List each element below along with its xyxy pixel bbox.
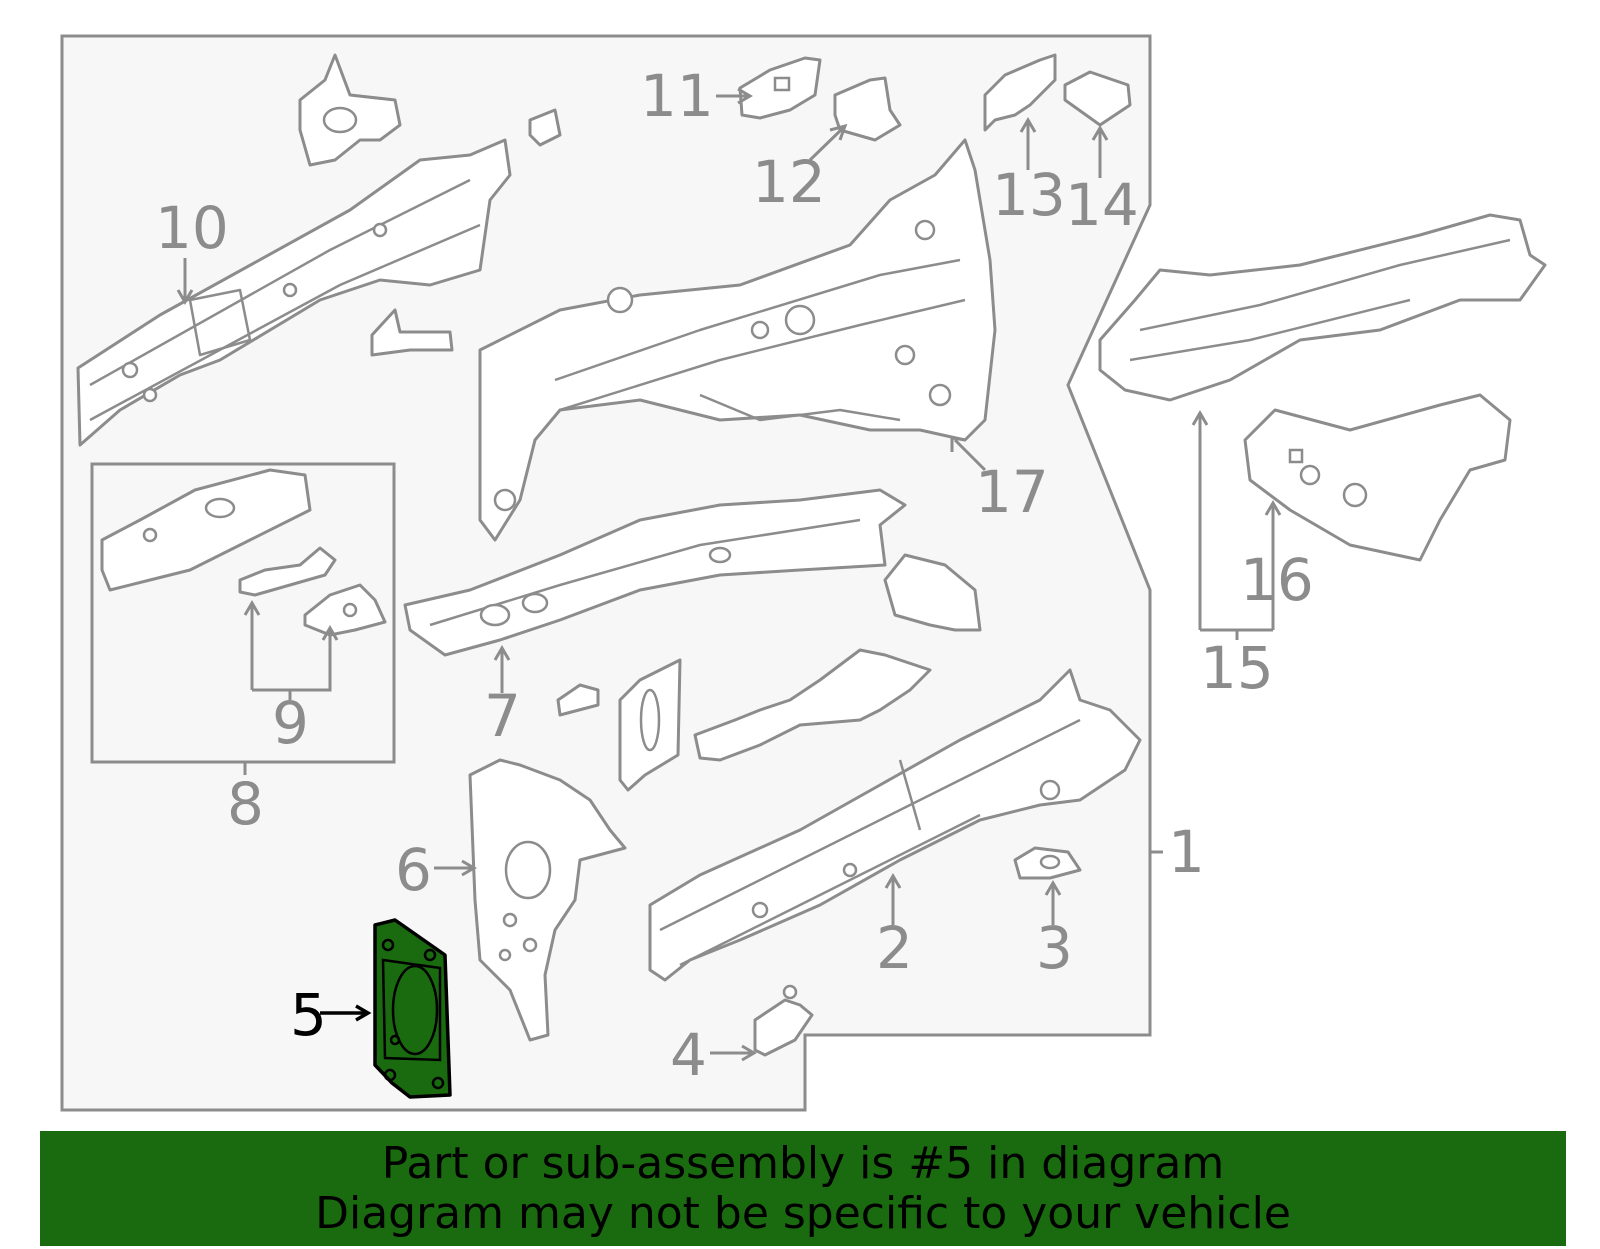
part-5-highlighted-plate[interactable] (373, 918, 452, 1099)
callout-9: 9 (272, 689, 309, 757)
part-7-end-cap (883, 553, 982, 632)
part-6-mount-bracket[interactable] (468, 758, 627, 1042)
callout-3: 3 (1036, 914, 1073, 982)
part-2-front-rail[interactable] (648, 668, 1142, 982)
callout-13: 13 (992, 161, 1066, 229)
part-4-stud-bracket[interactable] (753, 984, 814, 1057)
part-10-clip (528, 108, 562, 147)
part-13-bracket[interactable] (983, 53, 1057, 132)
callout-7: 7 (484, 682, 521, 750)
part-8-reinforcement[interactable] (100, 468, 312, 592)
part-15-rear-rail[interactable] (1098, 213, 1547, 402)
callout-14: 14 (1065, 171, 1139, 239)
part-10-bracket-lower (370, 308, 454, 357)
part-10-bracket-top (298, 53, 402, 167)
callout-4: 4 (670, 1021, 707, 1089)
callout-6: 6 (395, 836, 432, 904)
callout-10: 10 (155, 194, 229, 262)
part-7-cross-member[interactable] (403, 488, 907, 657)
part-17-apron[interactable] (478, 138, 997, 542)
callout-17: 17 (975, 458, 1049, 526)
banner-line-1: Part or sub-assembly is #5 in diagram (381, 1137, 1225, 1189)
part-3-plate[interactable] (1013, 846, 1082, 880)
part-9-bracket-b[interactable] (303, 583, 387, 637)
inner-panel (618, 658, 682, 792)
callout-16: 16 (1240, 546, 1314, 614)
part-10-upper-rail[interactable] (76, 138, 512, 447)
callout-2: 2 (876, 914, 913, 982)
callout-15: 15 (1200, 634, 1274, 702)
part-11-bracket[interactable] (738, 56, 822, 120)
part-14-bracket[interactable] (1063, 70, 1132, 127)
part-12-bracket[interactable] (833, 76, 902, 142)
part-9-bracket-a[interactable] (238, 546, 337, 597)
callout-12: 12 (752, 148, 826, 216)
leader-arrows (176, 87, 1282, 1062)
brace-bracket (693, 648, 932, 762)
info-banner: Part or sub-assembly is #5 in diagram Di… (40, 1131, 1566, 1246)
callout-1: 1 (1168, 818, 1205, 886)
callout-8: 8 (227, 770, 264, 838)
banner-line-2: Diagram may not be specific to your vehi… (315, 1187, 1291, 1239)
callout-11: 11 (640, 62, 714, 130)
small-bracket-upper (556, 683, 600, 717)
part-16-floor-rail[interactable] (1243, 393, 1512, 562)
callout-5: 5 (290, 981, 327, 1049)
